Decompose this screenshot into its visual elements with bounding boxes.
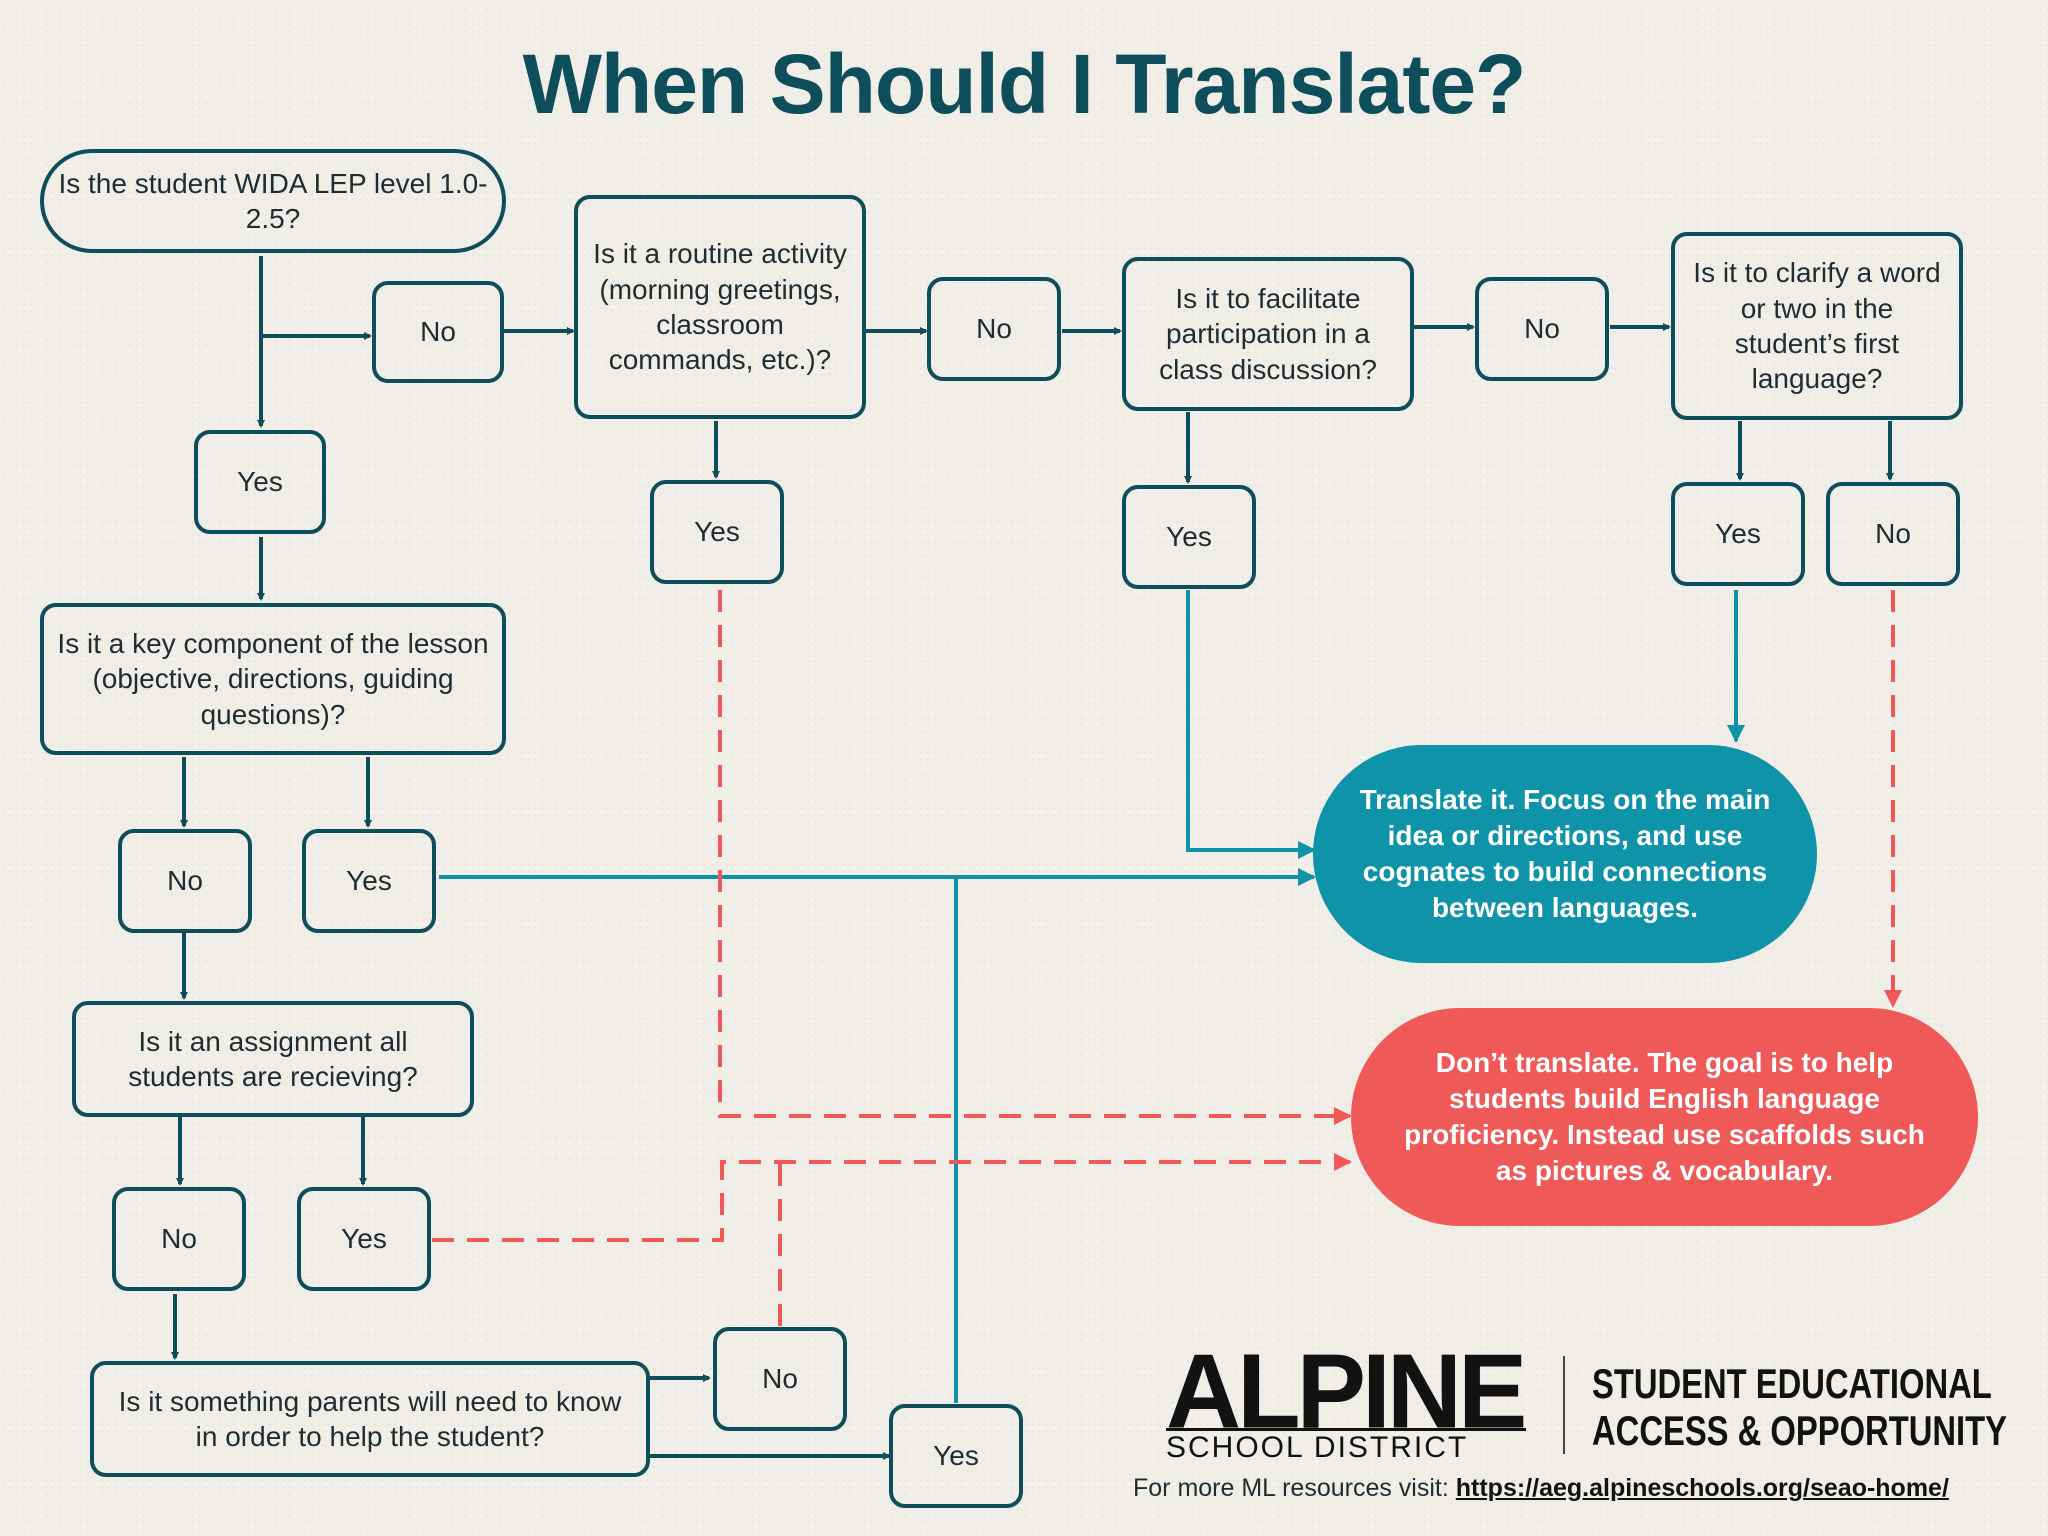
- question-routine-activity: Is it a routine activity (morning greeti…: [574, 195, 866, 419]
- answer-yes: Yes: [650, 480, 784, 584]
- question-wida-level: Is the student WIDA LEP level 1.0-2.5?: [40, 149, 506, 253]
- answer-no: No: [713, 1327, 847, 1431]
- question-parents-need: Is it something parents will need to kno…: [90, 1361, 650, 1477]
- resources-link[interactable]: https://aeg.alpineschools.org/seao-home/: [1455, 1474, 1949, 1502]
- answer-no: No: [118, 829, 252, 933]
- question-clarify-word: Is it to clarify a word or two in the st…: [1671, 232, 1963, 420]
- answer-no: No: [927, 277, 1061, 381]
- answer-yes: Yes: [1671, 482, 1805, 586]
- logo-divider: [1563, 1356, 1565, 1454]
- question-class-discussion: Is it to facilitate participation in a c…: [1122, 257, 1414, 411]
- question-key-component: Is it a key component of the lesson (obj…: [40, 603, 506, 755]
- edge-assignmentyes-donttranslate: [432, 1153, 1352, 1242]
- edge-discussionyes-translate: [1186, 590, 1316, 859]
- answer-no: No: [372, 281, 504, 383]
- answer-yes: Yes: [1122, 485, 1256, 589]
- outcome-translate: Translate it. Focus on the main idea or …: [1313, 745, 1817, 963]
- answer-yes: Yes: [889, 1404, 1023, 1508]
- program-name: STUDENT EDUCATIONAL ACCESS & OPPORTUNITY: [1592, 1360, 2007, 1454]
- edge-routineyes-donttranslate: [718, 590, 1352, 1125]
- program-name-line1: STUDENT EDUCATIONAL: [1592, 1360, 1992, 1407]
- resources-footer: For more ML resources visit: https://aeg…: [1133, 1474, 1949, 1503]
- resources-label: For more ML resources visit:: [1133, 1474, 1449, 1502]
- answer-yes: Yes: [297, 1187, 431, 1291]
- alpine-logo-wordmark: ALPINE: [1166, 1332, 1527, 1452]
- answer-no: No: [1475, 277, 1609, 381]
- outcome-dont-translate: Don’t translate. The goal is to help stu…: [1351, 1008, 1978, 1226]
- answer-no: No: [1826, 482, 1960, 586]
- answer-no: No: [112, 1187, 246, 1291]
- page-title: When Should I Translate?: [522, 37, 1527, 131]
- alpine-logo-subtitle: SCHOOL DISTRICT: [1166, 1428, 1526, 1463]
- question-assignment: Is it an assignment all students are rec…: [72, 1001, 474, 1117]
- answer-yes: Yes: [302, 829, 436, 933]
- program-name-line2: ACCESS & OPPORTUNITY: [1592, 1407, 2008, 1455]
- answer-yes: Yes: [194, 430, 326, 534]
